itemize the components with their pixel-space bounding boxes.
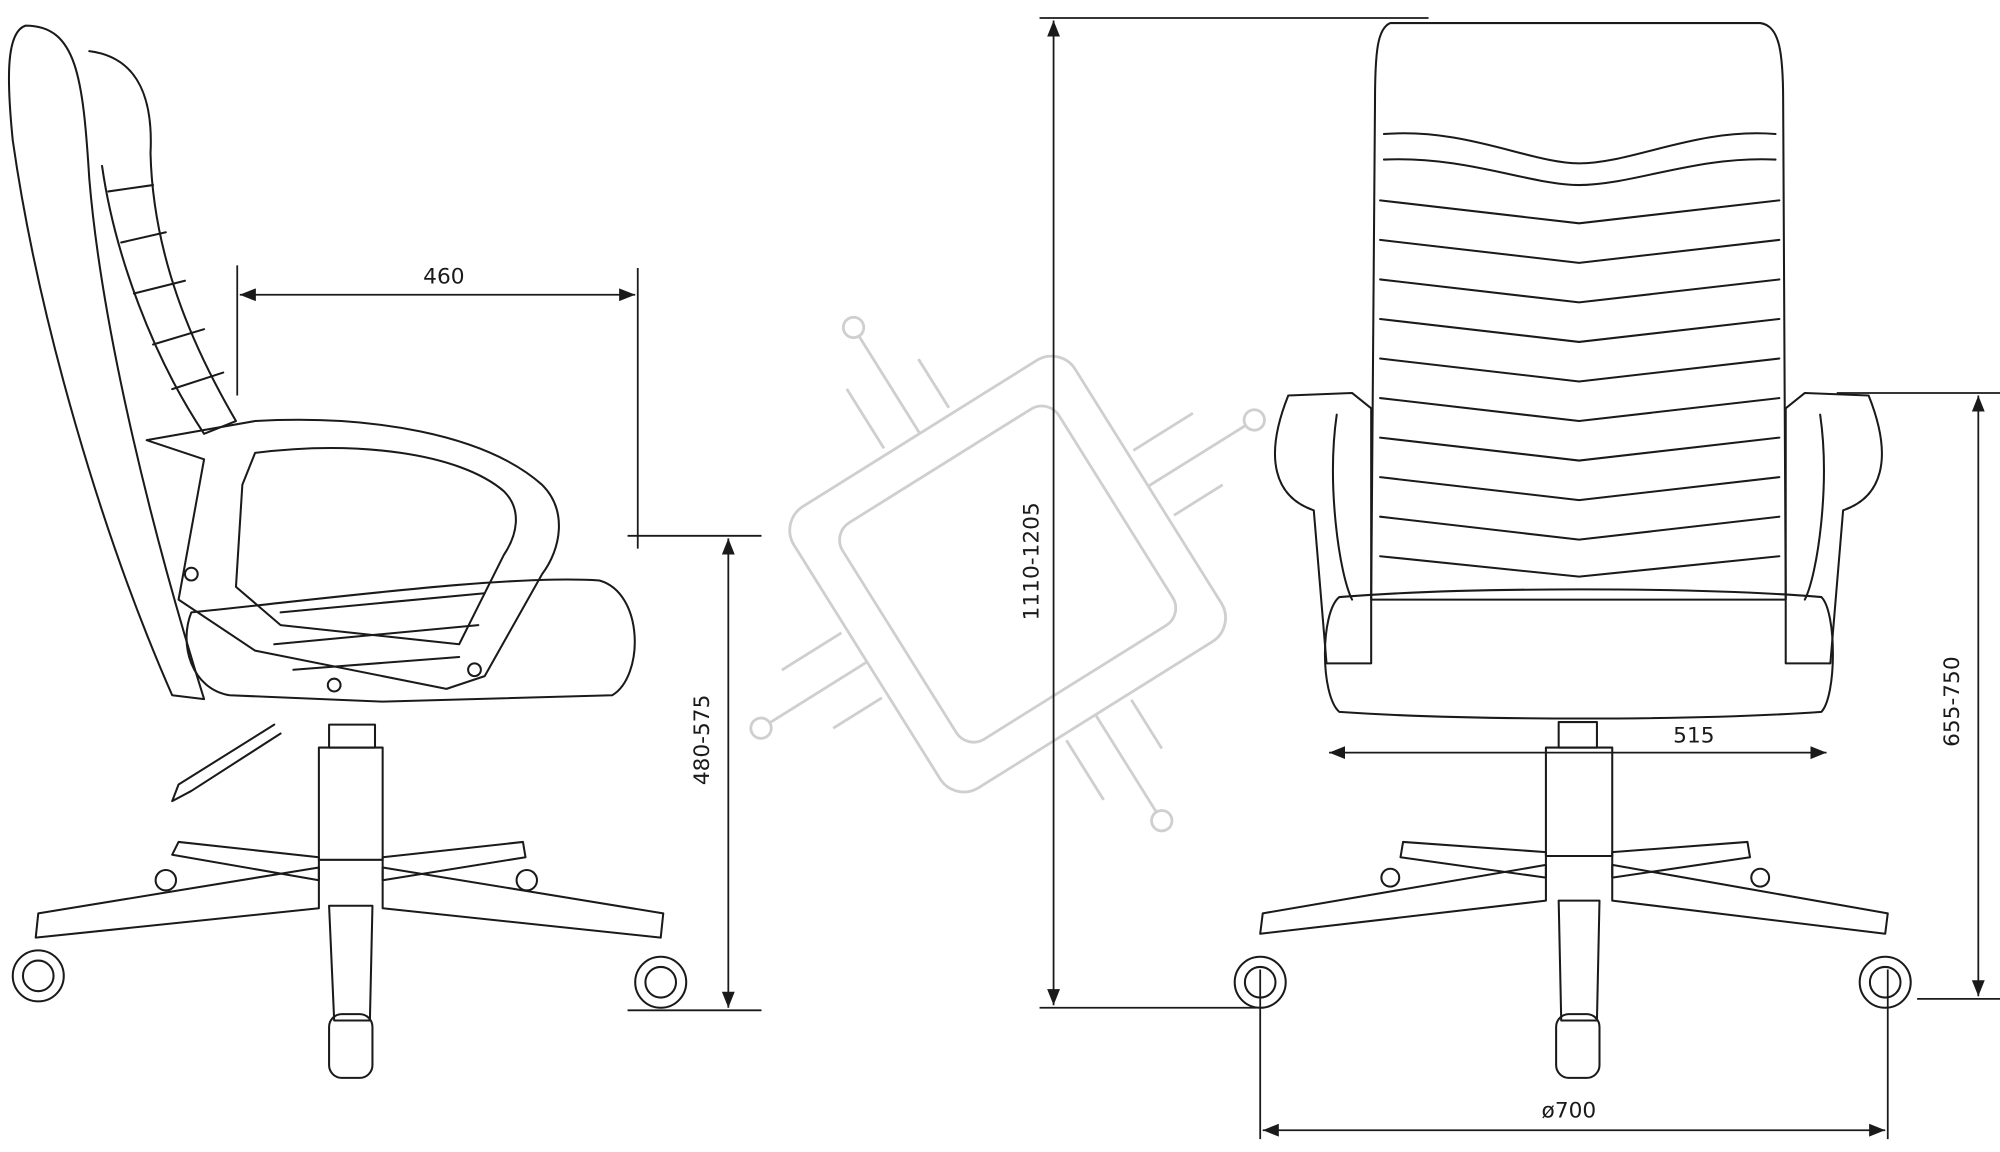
seat-height-label: 480-575 bbox=[690, 695, 715, 786]
chair-side-view bbox=[7, 24, 688, 1079]
armrest-height-label: 655-750 bbox=[1940, 656, 1965, 747]
base-diameter-label: ø700 bbox=[1542, 1098, 1597, 1123]
dimension-seat-depth: 460 bbox=[236, 264, 639, 549]
dimension-total-height: 1110-1205 bbox=[1019, 17, 1429, 1009]
seat-width-label: 515 bbox=[1673, 723, 1714, 748]
dimension-armrest-height: 655-750 bbox=[1836, 392, 2000, 1000]
total-height-label: 1110-1205 bbox=[1019, 502, 1044, 620]
watermark bbox=[749, 315, 1266, 833]
chair-front-view bbox=[1233, 22, 1912, 1079]
dimension-base-diameter: ø700 bbox=[1259, 969, 1889, 1140]
dimension-seat-height: 480-575 bbox=[627, 534, 762, 1012]
seat-depth-label: 460 bbox=[423, 264, 464, 289]
dimension-seat-width: 515 bbox=[1329, 723, 1827, 760]
backrest-stripes bbox=[1379, 199, 1781, 578]
